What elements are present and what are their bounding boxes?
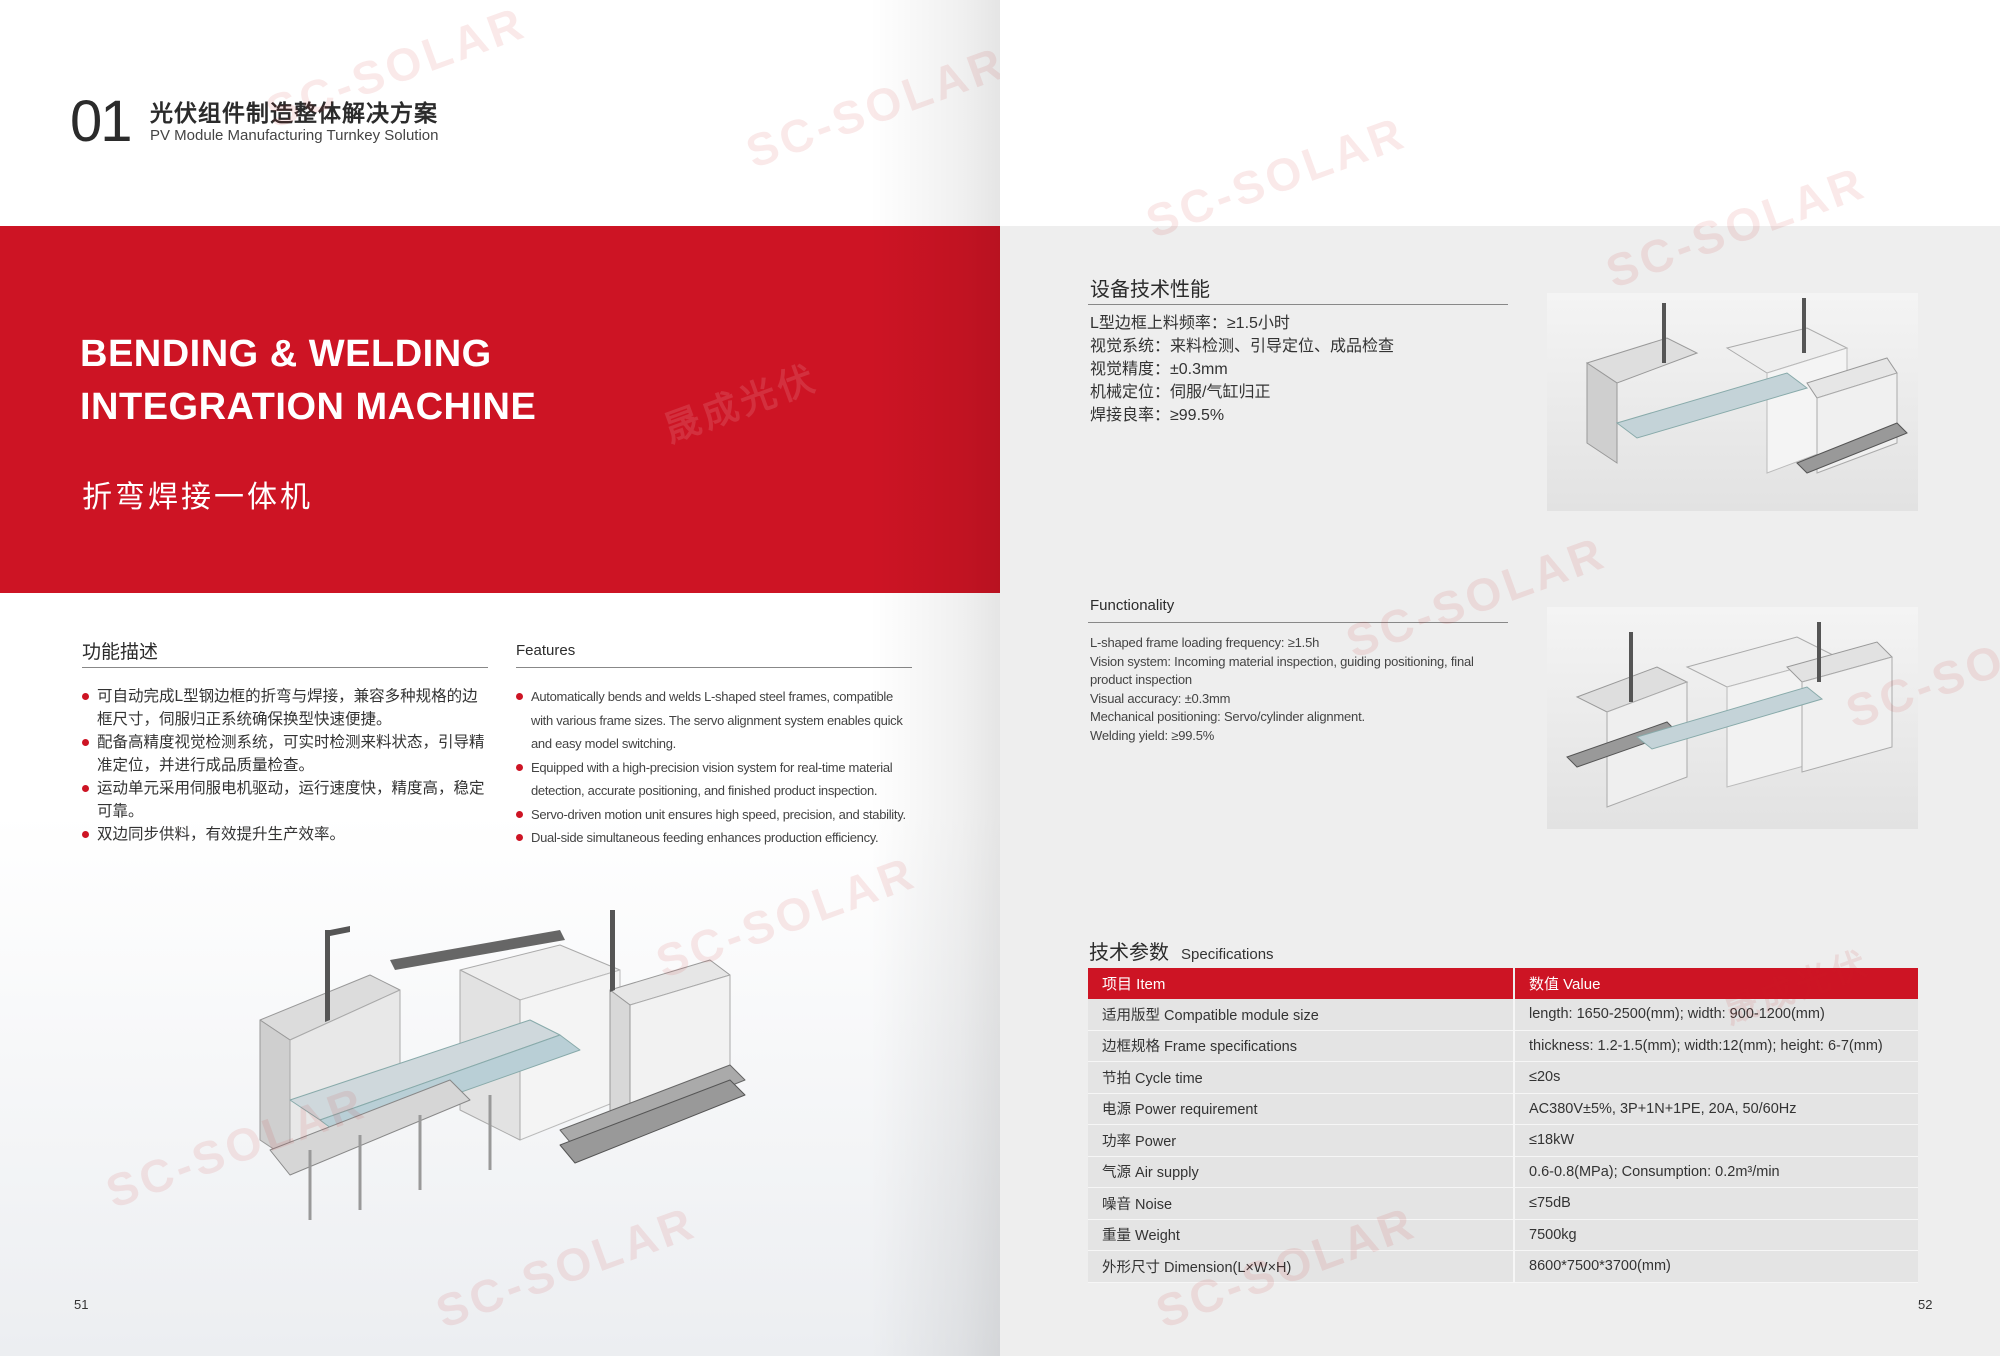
- machine-render-illustration: [1585, 298, 1908, 474]
- machine-render-illustration: [1566, 622, 1893, 808]
- table-cell-value: ≤18kW: [1514, 1124, 1918, 1157]
- machine-title-line2: INTEGRATION MACHINE: [80, 386, 537, 428]
- list-item: L-shaped frame loading frequency: ≥1.5h: [1090, 635, 1320, 650]
- table-header-row: 项目 Item 数值 Value: [1088, 968, 1918, 999]
- table-cell-item: 节拍 Cycle time: [1088, 1061, 1515, 1094]
- list-item: 视觉系统：来料检测、引导定位、成品检查: [1090, 338, 1395, 355]
- features-en-heading: Features: [516, 642, 576, 659]
- column-header-value: 数值 Value: [1514, 968, 1918, 999]
- table-cell-value: ≤20s: [1514, 1061, 1918, 1094]
- machine-title: BENDING & WELDING INTEGRATION MACHINE: [80, 328, 536, 434]
- machine-render-large: [230, 900, 770, 1230]
- list-item: Automatically bends and welds L-shaped s…: [516, 685, 916, 756]
- section-title-cn: 光伏组件制造整体解决方案: [150, 100, 438, 126]
- left-page: 01 光伏组件制造整体解决方案 PV Module Manufacturing …: [0, 0, 1013, 1356]
- specifications-heading-en: Specifications: [1181, 946, 1274, 963]
- features-cn-divider: [82, 667, 488, 668]
- list-item: Vision system: Incoming material inspect…: [1090, 653, 1474, 688]
- list-item: Equipped with a high-precision vision sy…: [516, 756, 916, 803]
- features-cn-heading: 功能描述: [82, 642, 159, 663]
- table-cell-item: 电源 Power requirement: [1088, 1093, 1515, 1125]
- performance-divider: [1088, 304, 1508, 305]
- machine-title-cn: 折弯焊接一体机: [82, 481, 313, 514]
- table-cell-value: 0.6-0.8(MPa); Consumption: 0.2m³/min: [1514, 1156, 1918, 1188]
- list-item: 双边同步供料，有效提升生产效率。: [82, 823, 492, 846]
- performance-list: L型边框上料频率：≥1.5小时 视觉系统：来料检测、引导定位、成品检查 视觉精度…: [1090, 312, 1394, 427]
- table-cell-value: ≤75dB: [1514, 1187, 1918, 1220]
- table-cell-item: 气源 Air supply: [1088, 1156, 1515, 1188]
- section-number: 01: [70, 89, 132, 154]
- table-cell-item: 噪音 Noise: [1088, 1187, 1515, 1220]
- title-banner: BENDING & WELDING INTEGRATION MACHINE 折弯…: [0, 226, 1000, 593]
- table-row: 节拍 Cycle time≤20s: [1088, 1061, 1918, 1094]
- functionality-divider: [1088, 622, 1508, 623]
- list-item: 运动单元采用伺服电机驱动，运行速度快，精度高，稳定可靠。: [82, 777, 492, 823]
- performance-heading: 设备技术性能: [1090, 279, 1210, 301]
- table-row: 功率 Power≤18kW: [1088, 1124, 1918, 1157]
- table-cell-item: 外形尺寸 Dimension(L×W×H): [1088, 1250, 1515, 1283]
- list-item: 视觉精度：±0.3mm: [1090, 361, 1228, 378]
- list-item: Welding yield: ≥99.5%: [1090, 727, 1215, 743]
- list-item: 机械定位：伺服/气缸归正: [1090, 384, 1271, 401]
- watermark: SC-SOLAR: [739, 36, 1013, 178]
- table-cell-item: 边框规格 Frame specifications: [1088, 1030, 1515, 1062]
- machine-render-top: [1547, 293, 1918, 511]
- list-item: Dual-side simultaneous feeding enhances …: [516, 826, 916, 850]
- table-row: 噪音 Noise≤75dB: [1088, 1187, 1918, 1220]
- functionality-heading: Functionality: [1090, 597, 1175, 614]
- page-number-right: 52: [1918, 1297, 1933, 1312]
- table-cell-value: AC380V±5%, 3P+1N+1PE, 20A, 50/60Hz: [1514, 1093, 1918, 1125]
- list-item: L型边框上料频率：≥1.5小时: [1090, 315, 1290, 332]
- page-number-left: 51: [74, 1297, 89, 1312]
- list-item: Visual accuracy: ±0.3mm: [1090, 690, 1231, 706]
- features-en-divider: [516, 667, 912, 668]
- machine-render-bottom: [1547, 607, 1918, 829]
- functionality-list: L-shaped frame loading frequency: ≥1.5h …: [1090, 634, 1510, 745]
- specifications-table: 项目 Item 数值 Value 适用版型 Compatible module …: [1088, 968, 1918, 1283]
- specifications-heading: 技术参数 Specifications: [1089, 936, 1274, 965]
- list-item: 配备高精度视觉检测系统，可实时检测来料状态，引导精准定位，并进行成品质量检查。: [82, 731, 492, 777]
- section-title-en: PV Module Manufacturing Turnkey Solution: [150, 127, 439, 144]
- machine-render-illustration: [259, 910, 746, 1220]
- table-cell-value: thickness: 1.2-1.5(mm); width:12(mm); he…: [1514, 1030, 1918, 1062]
- table-cell-value: 8600*7500*3700(mm): [1514, 1250, 1918, 1283]
- table-cell-item: 功率 Power: [1088, 1124, 1515, 1157]
- list-item: Servo-driven motion unit ensures high sp…: [516, 803, 916, 827]
- table-cell-item: 适用版型 Compatible module size: [1088, 999, 1515, 1031]
- table-cell-value: 7500kg: [1514, 1219, 1918, 1251]
- features-cn-list: 可自动完成L型钢边框的折弯与焊接，兼容多种规格的边框尺寸，伺服归正系统确保换型快…: [82, 685, 492, 846]
- table-row: 外形尺寸 Dimension(L×W×H)8600*7500*3700(mm): [1088, 1250, 1918, 1283]
- column-header-item: 项目 Item: [1088, 968, 1515, 999]
- machine-title-line1: BENDING & WELDING: [80, 333, 492, 375]
- list-item: 焊接良率：≥99.5%: [1090, 407, 1225, 424]
- table-cell-item: 重量 Weight: [1088, 1219, 1515, 1251]
- table-cell-value: length: 1650-2500(mm); width: 900-1200(m…: [1514, 999, 1918, 1031]
- specifications-heading-cn: 技术参数: [1089, 942, 1169, 964]
- features-en-list: Automatically bends and welds L-shaped s…: [516, 685, 916, 850]
- list-item: 可自动完成L型钢边框的折弯与焊接，兼容多种规格的边框尺寸，伺服归正系统确保换型快…: [82, 685, 492, 731]
- right-page-header-area: [1000, 0, 2000, 226]
- list-item: Mechanical positioning: Servo/cylinder a…: [1090, 709, 1365, 724]
